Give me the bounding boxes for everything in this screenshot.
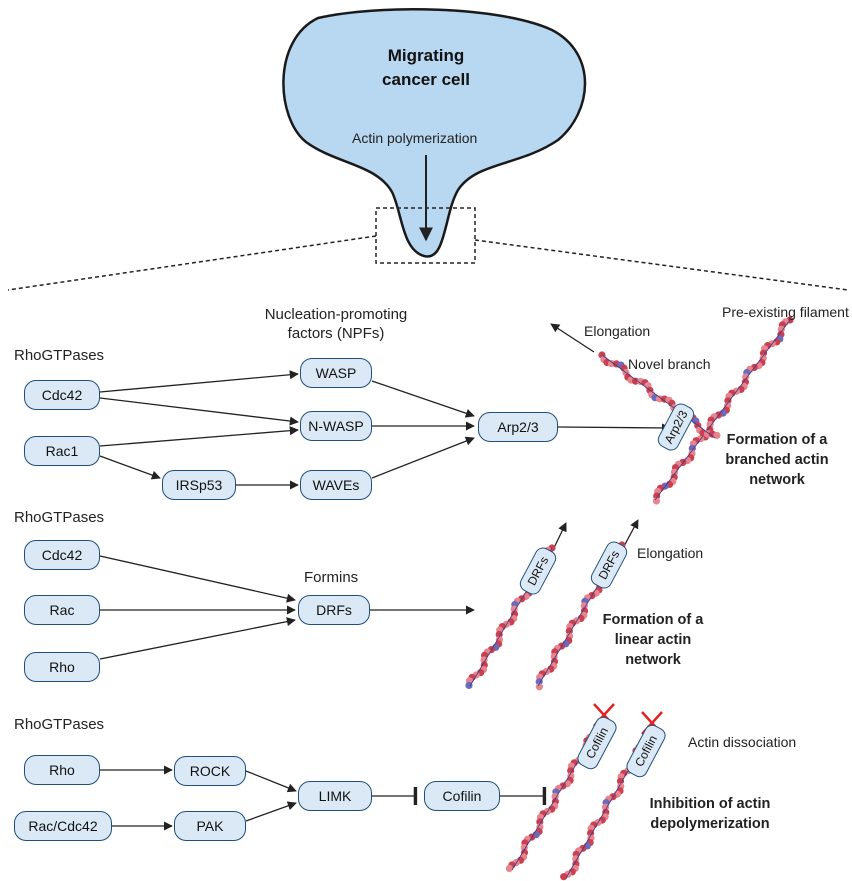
inhibition-label: Inhibition of actin depolymerization: [630, 794, 790, 834]
novel-branch-label: Novel branch: [628, 356, 711, 372]
preexisting-filament-label: Pre-existing filament: [722, 304, 849, 320]
node-irsp53[interactable]: IRSp53: [162, 470, 236, 500]
node-drfs[interactable]: DRFs: [298, 595, 370, 625]
branched-network-label: Formation of a branched actin network: [716, 430, 838, 490]
rhogtpases-label-2: RhoGTPases: [14, 509, 105, 526]
elongation-label-2: Elongation: [637, 545, 704, 561]
actin-monomer: [536, 818, 544, 826]
node-wasp[interactable]: WASP: [300, 358, 372, 388]
linear-line2: linear actin: [614, 632, 692, 648]
novel-branch-filament: [598, 351, 721, 439]
inhibition-line1: Inhibition of actin: [649, 796, 771, 812]
actin-monomer: [580, 602, 588, 610]
cancer-cell-shape: [282, 8, 587, 258]
filament-strand: [654, 319, 791, 501]
actin-polymerization-label: Actin polymerization: [352, 130, 478, 146]
actin-dissociation-label: Actin dissociation: [688, 734, 797, 750]
node-rac[interactable]: Rac: [24, 595, 100, 625]
zoom-line-right: [474, 239, 849, 291]
actin-monomer: [520, 843, 528, 852]
cell-title-line2: cancer cell: [382, 70, 470, 89]
rhogtpases-label-1: RhoGTPases: [14, 347, 105, 364]
section1-arrows: [99, 323, 671, 490]
actin-monomer: [560, 873, 568, 881]
actin-monomer: [652, 497, 661, 505]
actin-monomer: [551, 792, 559, 801]
npf-label-line1: Nucleation-promoting: [264, 306, 408, 323]
actin-monomer: [601, 803, 610, 811]
branched-line2: branched actin: [725, 452, 829, 468]
actin-monomer: [535, 683, 544, 691]
inhibition-line2: depolymerization: [650, 816, 770, 832]
zoom-line-left: [7, 235, 377, 291]
zoom-box: [375, 207, 476, 264]
branched-line3: network: [749, 472, 805, 488]
elongation-label-1: Elongation: [584, 323, 651, 339]
actin-monomer: [572, 855, 580, 863]
linear-line3: network: [625, 652, 681, 668]
node-rac-cdc42[interactable]: Rac/Cdc42: [14, 811, 112, 841]
actin-monomer: [713, 431, 721, 439]
node-rho-2[interactable]: Rho: [24, 652, 100, 682]
linear-line1: Formation of a: [602, 612, 704, 628]
node-waves[interactable]: WAVEs: [300, 470, 372, 500]
linear-network-label: Formation of a linear actin network: [592, 610, 714, 670]
node-n-wasp[interactable]: N-WASP: [300, 411, 372, 441]
node-cdc42-1[interactable]: Cdc42: [24, 380, 100, 410]
actin-monomer: [495, 630, 503, 639]
actin-monomer: [565, 627, 573, 635]
rhogtpases-label-3: RhoGTPases: [14, 716, 105, 733]
node-rock[interactable]: ROCK: [174, 756, 246, 786]
npf-label: Nucleation-promoting factors (NPFs): [258, 305, 414, 343]
node-cdc42-2[interactable]: Cdc42: [24, 540, 100, 570]
actin-monomer: [616, 777, 625, 785]
branched-line1: Formation of a: [726, 432, 828, 448]
node-cofilin[interactable]: Cofilin: [424, 781, 500, 811]
filament-strand: [601, 354, 716, 439]
section2-arrows: [99, 519, 639, 660]
node-rho-3[interactable]: Rho: [24, 755, 100, 785]
section3-arrows: [100, 765, 547, 831]
cell-title: Migrating cancer cell: [336, 44, 516, 92]
cell-title-line1: Migrating: [387, 46, 465, 65]
node-limk[interactable]: LIMK: [298, 781, 372, 811]
formins-label: Formins: [304, 569, 359, 586]
node-arp23[interactable]: Arp2/3: [478, 412, 558, 442]
actin-monomer: [465, 681, 473, 690]
actin-monomer: [505, 864, 513, 873]
npf-label-line2: factors (NPFs): [287, 325, 385, 342]
actin-monomer: [567, 767, 575, 775]
node-rac1[interactable]: Rac1: [24, 436, 100, 466]
node-pak[interactable]: PAK: [174, 811, 246, 841]
